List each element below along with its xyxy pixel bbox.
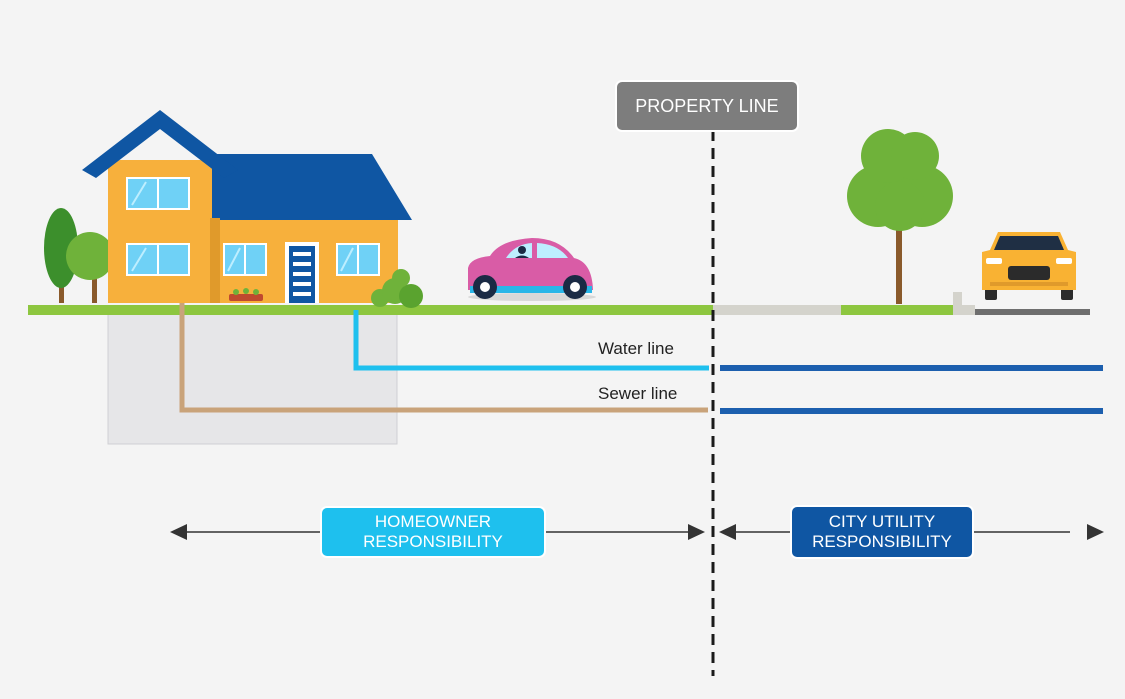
ground-grass-city (841, 305, 953, 315)
arrow-right-icon (688, 524, 705, 540)
yellow-car-icon (982, 232, 1076, 300)
house-icon (82, 110, 412, 303)
property-line-badge: PROPERTY LINE (615, 80, 799, 132)
arrow-left-icon (170, 524, 187, 540)
homeowner-responsibility-badge: HOMEOWNER RESPONSIBILITY (320, 506, 546, 558)
homeowner-label-line2: RESPONSIBILITY (363, 532, 503, 551)
road (975, 309, 1090, 315)
arrow-left-icon-city (719, 524, 736, 540)
bush-icon (371, 269, 423, 308)
house-basement (107, 311, 398, 445)
city-responsibility-badge: CITY UTILITY RESPONSIBILITY (790, 505, 974, 559)
tree-icon (44, 208, 114, 303)
water-line-label: Water line (598, 339, 674, 358)
sidewalk (713, 305, 841, 315)
curb (953, 305, 975, 315)
homeowner-label-line1: HOMEOWNER (374, 512, 492, 531)
tree-icon-right (847, 129, 953, 304)
arrow-right-icon-city (1087, 524, 1104, 540)
sewer-pipe-private (179, 303, 708, 413)
ground-grass-private (28, 305, 713, 315)
city-label-line2: RESPONSIBILITY (812, 532, 952, 551)
city-label-line1: CITY UTILITY (828, 512, 936, 531)
curb-top (953, 292, 962, 306)
property-line-label: PROPERTY LINE (635, 96, 779, 116)
sewer-line-label: Sewer line (598, 384, 678, 403)
water-pipe-private (353, 310, 709, 371)
pink-car-icon (468, 238, 596, 301)
